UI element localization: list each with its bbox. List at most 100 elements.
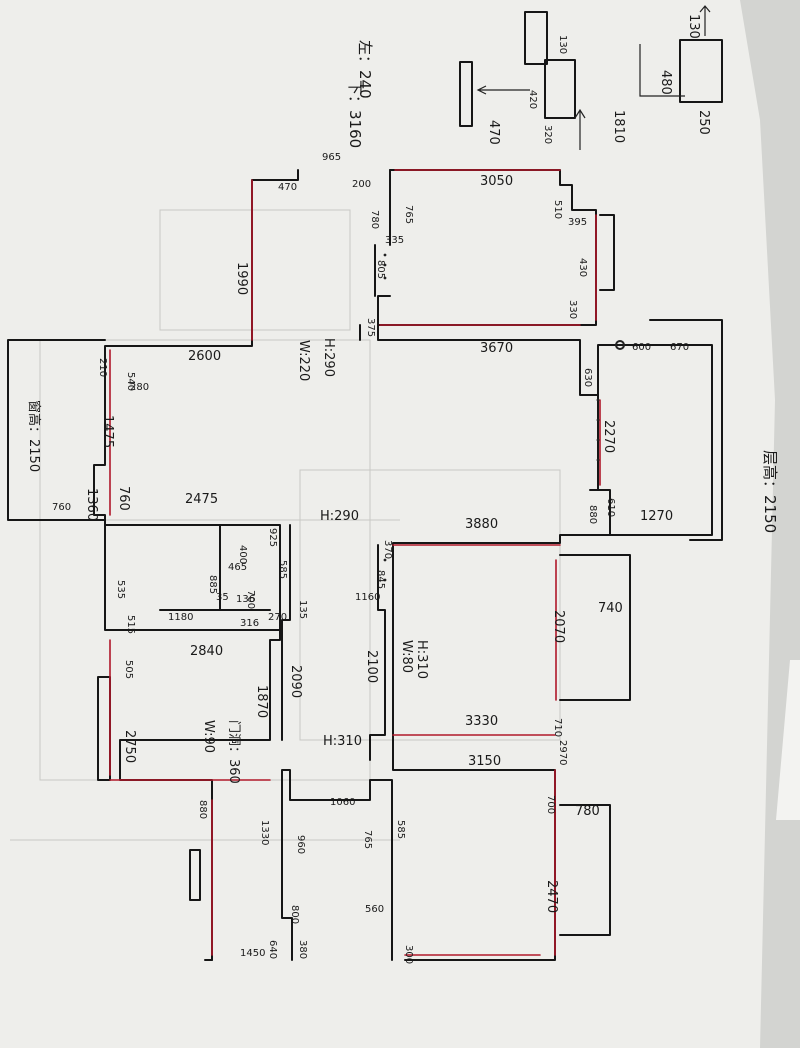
- dimension-label-room-780b: 780: [575, 804, 600, 819]
- dimension-label-room-300: 300: [403, 945, 414, 964]
- dimension-label-room-760: 760: [116, 486, 131, 511]
- dimension-label-room-885: 885: [207, 575, 218, 594]
- dimension-label-room-800: 800: [289, 905, 300, 924]
- dimension-label-room-670: 670: [670, 342, 689, 353]
- dimension-label-room-740: 740: [598, 601, 623, 616]
- dimension-label-sec2-130: 130: [557, 35, 568, 54]
- dimension-label-room-2475: 2475: [185, 492, 218, 507]
- dimension-label-room-700: 700: [545, 795, 556, 814]
- dimension-label-room-316: 316: [240, 618, 259, 629]
- dimension-label-room-3880: 3880: [465, 517, 498, 532]
- dimension-label-sec2-1810: 1810: [611, 110, 626, 143]
- dimension-label-room-2090: 2090: [288, 665, 303, 698]
- dimension-label-room-35: 35: [216, 592, 229, 603]
- dimension-label-room-430: 430: [577, 258, 588, 277]
- dimension-label-room-136: 136: [236, 594, 255, 605]
- dimension-label-room-3150: 3150: [468, 754, 501, 769]
- dimension-label-header-480: 480: [658, 70, 673, 95]
- dimension-label-room-395: 395: [568, 217, 587, 228]
- dimension-label-sec2-420: 420: [527, 90, 538, 109]
- dimension-label-room-1270: 1270: [640, 509, 673, 524]
- door-dots: [383, 253, 625, 582]
- dimension-label-bottom: 下：3160: [346, 80, 364, 148]
- dimension-label-room-200: 200: [352, 179, 371, 190]
- dimension-label-room-330: 330: [567, 300, 578, 319]
- dimension-label-room-760b: 760: [52, 502, 71, 513]
- dimension-label-w80: W:80: [399, 640, 414, 673]
- dimension-label-left: 左：240: [356, 40, 374, 99]
- dimension-label-room-540: 540: [125, 372, 136, 391]
- dimension-label-room-880: 880: [587, 505, 598, 524]
- dimension-label-room-1360: 1360: [84, 488, 99, 521]
- dimension-label-room-210: 210: [97, 358, 108, 377]
- dimension-label-sec2-470: 470: [486, 120, 501, 145]
- dimension-label-room-505: 505: [123, 660, 134, 679]
- dimension-label-door: 门洞：360: [226, 720, 241, 784]
- dimension-label-room-2600: 2600: [188, 349, 221, 364]
- dimension-label-room-960: 960: [295, 835, 306, 854]
- dimension-label-room-585b: 585: [277, 560, 288, 579]
- dimension-label-room-805: 805: [375, 260, 386, 279]
- dimension-label-room-585: 585: [395, 820, 406, 839]
- dimension-label-h290b: H:290: [320, 509, 359, 524]
- dimension-label-room-630: 630: [582, 368, 593, 387]
- dimension-label-room-560: 560: [365, 904, 384, 915]
- dimension-label-room-1060: 1060: [330, 797, 355, 808]
- paper-label-strip: [776, 660, 800, 820]
- dimension-label-h290: H:290: [321, 338, 336, 377]
- dimension-label-h310: H:310: [414, 640, 429, 679]
- dimension-label-room-2470: 2470: [544, 880, 559, 913]
- dimension-label-room-1870: 1870: [254, 685, 269, 718]
- dimension-label-left-room: 窗高：2150: [26, 400, 42, 472]
- red-marks: [109, 169, 601, 956]
- top-sketch: [459, 5, 723, 150]
- dimension-label-room-700b: 700: [245, 590, 256, 609]
- dimension-label-room-270: 270: [268, 612, 287, 623]
- dimension-label-room-765a: 765: [403, 205, 414, 224]
- dimension-label-room-1475: 1475: [100, 415, 115, 448]
- background-print: [10, 209, 561, 841]
- dimension-label-w90: W:90: [201, 720, 216, 753]
- dimension-label-sec2-320: 320: [542, 125, 553, 144]
- dimension-label-room-1180: 1180: [168, 612, 193, 623]
- dimension-label-room-535: 535: [115, 580, 126, 599]
- dimension-label-room-2070: 2070: [551, 610, 566, 643]
- dimension-label-room-1450: 1450: [240, 948, 265, 959]
- dimension-label-room-135: 135: [297, 600, 308, 619]
- dimension-label-room-2750: 2750: [122, 730, 137, 763]
- dimension-label-room-1160: 1160: [355, 592, 380, 603]
- dimension-label-ceiling: 层高：2150: [761, 450, 779, 533]
- dimension-label-room-710: 710: [552, 718, 563, 737]
- dimension-label-header-250: 250: [696, 110, 711, 135]
- dimension-label-header-left: 130: [686, 14, 701, 39]
- dimension-label-room-765b: 765: [362, 830, 373, 849]
- dimension-label-room-465: 465: [228, 562, 247, 573]
- dimension-label-w220: W:220: [296, 340, 311, 381]
- dimension-label-room-780: 780: [369, 210, 380, 229]
- dimension-label-room-1990: 1990: [234, 262, 249, 295]
- dimension-label-h310b: H:310: [323, 734, 362, 749]
- dimension-label-room-515: 515: [125, 615, 136, 634]
- dimension-label-room-600: 600: [632, 342, 651, 353]
- dimension-label-room-400: 400: [237, 545, 248, 564]
- dimension-label-room-3330: 3330: [465, 714, 498, 729]
- dimension-label-room-2970: 2970: [557, 740, 568, 765]
- dimension-label-room-510: 510: [552, 200, 563, 219]
- dimension-label-room-2840: 2840: [190, 644, 223, 659]
- dimension-label-room-1330: 1330: [259, 820, 270, 845]
- dimension-label-room-2100: 2100: [364, 650, 379, 683]
- dimension-label-room-375: 375: [365, 318, 376, 337]
- dimension-label-room-280: 280: [130, 382, 149, 393]
- dimension-label-room-470: 470: [278, 182, 297, 193]
- dimension-label-room-845: 845: [375, 570, 386, 589]
- dimension-label-room-380: 380: [297, 940, 308, 959]
- dimension-label-room-2270: 2270: [601, 420, 616, 453]
- dimension-label-room-965: 965: [322, 152, 341, 163]
- dimension-label-room-925: 925: [267, 528, 278, 547]
- dimension-label-room-370: 370: [382, 540, 393, 559]
- dimension-label-room-610: 610: [605, 498, 616, 517]
